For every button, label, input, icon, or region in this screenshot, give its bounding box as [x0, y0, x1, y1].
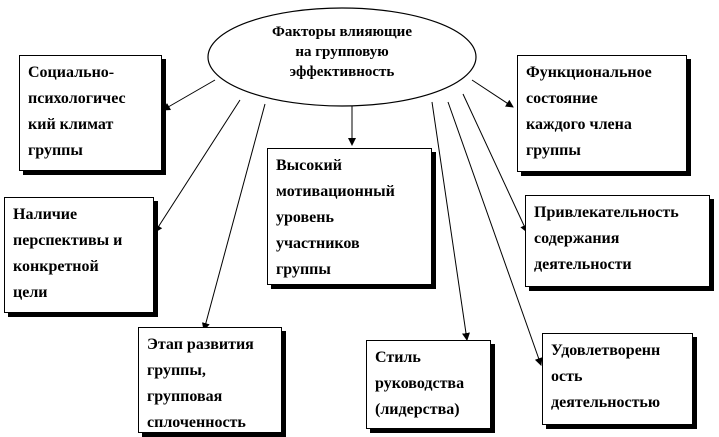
factor-box-climate: Социально- психологичес кий климат групп… [19, 55, 162, 171]
arrow-to-functional [471, 79, 514, 108]
center-label: Факторы влияющие на групповую эффективно… [271, 24, 412, 80]
arrow-to-attractiveness [462, 93, 528, 233]
factor-box-functional: Функциональное состояние каждого члена г… [517, 55, 687, 172]
factor-box-leadership: Стиль руководства (лидерства) [366, 340, 491, 429]
factor-box-motivation: Высокий мотивационный уровень участников… [267, 148, 432, 285]
factor-box-stage: Этап развития группы, групповая сплоченн… [138, 327, 282, 433]
factor-box-satisfaction: Удовлетворенн ость деятельностью [542, 333, 693, 425]
center-ellipse [207, 7, 477, 107]
arrow-to-perspective [154, 99, 241, 233]
arrow-to-satisfaction [447, 101, 543, 366]
factor-box-attractiveness: Привлекательность содержания деятельност… [525, 195, 710, 287]
arrow-to-stage [201, 103, 266, 331]
factor-box-perspective: Наличие перспективы и конкретной цели [4, 197, 154, 313]
arrow-to-leadership [431, 101, 470, 341]
arrow-to-climate [162, 79, 216, 111]
